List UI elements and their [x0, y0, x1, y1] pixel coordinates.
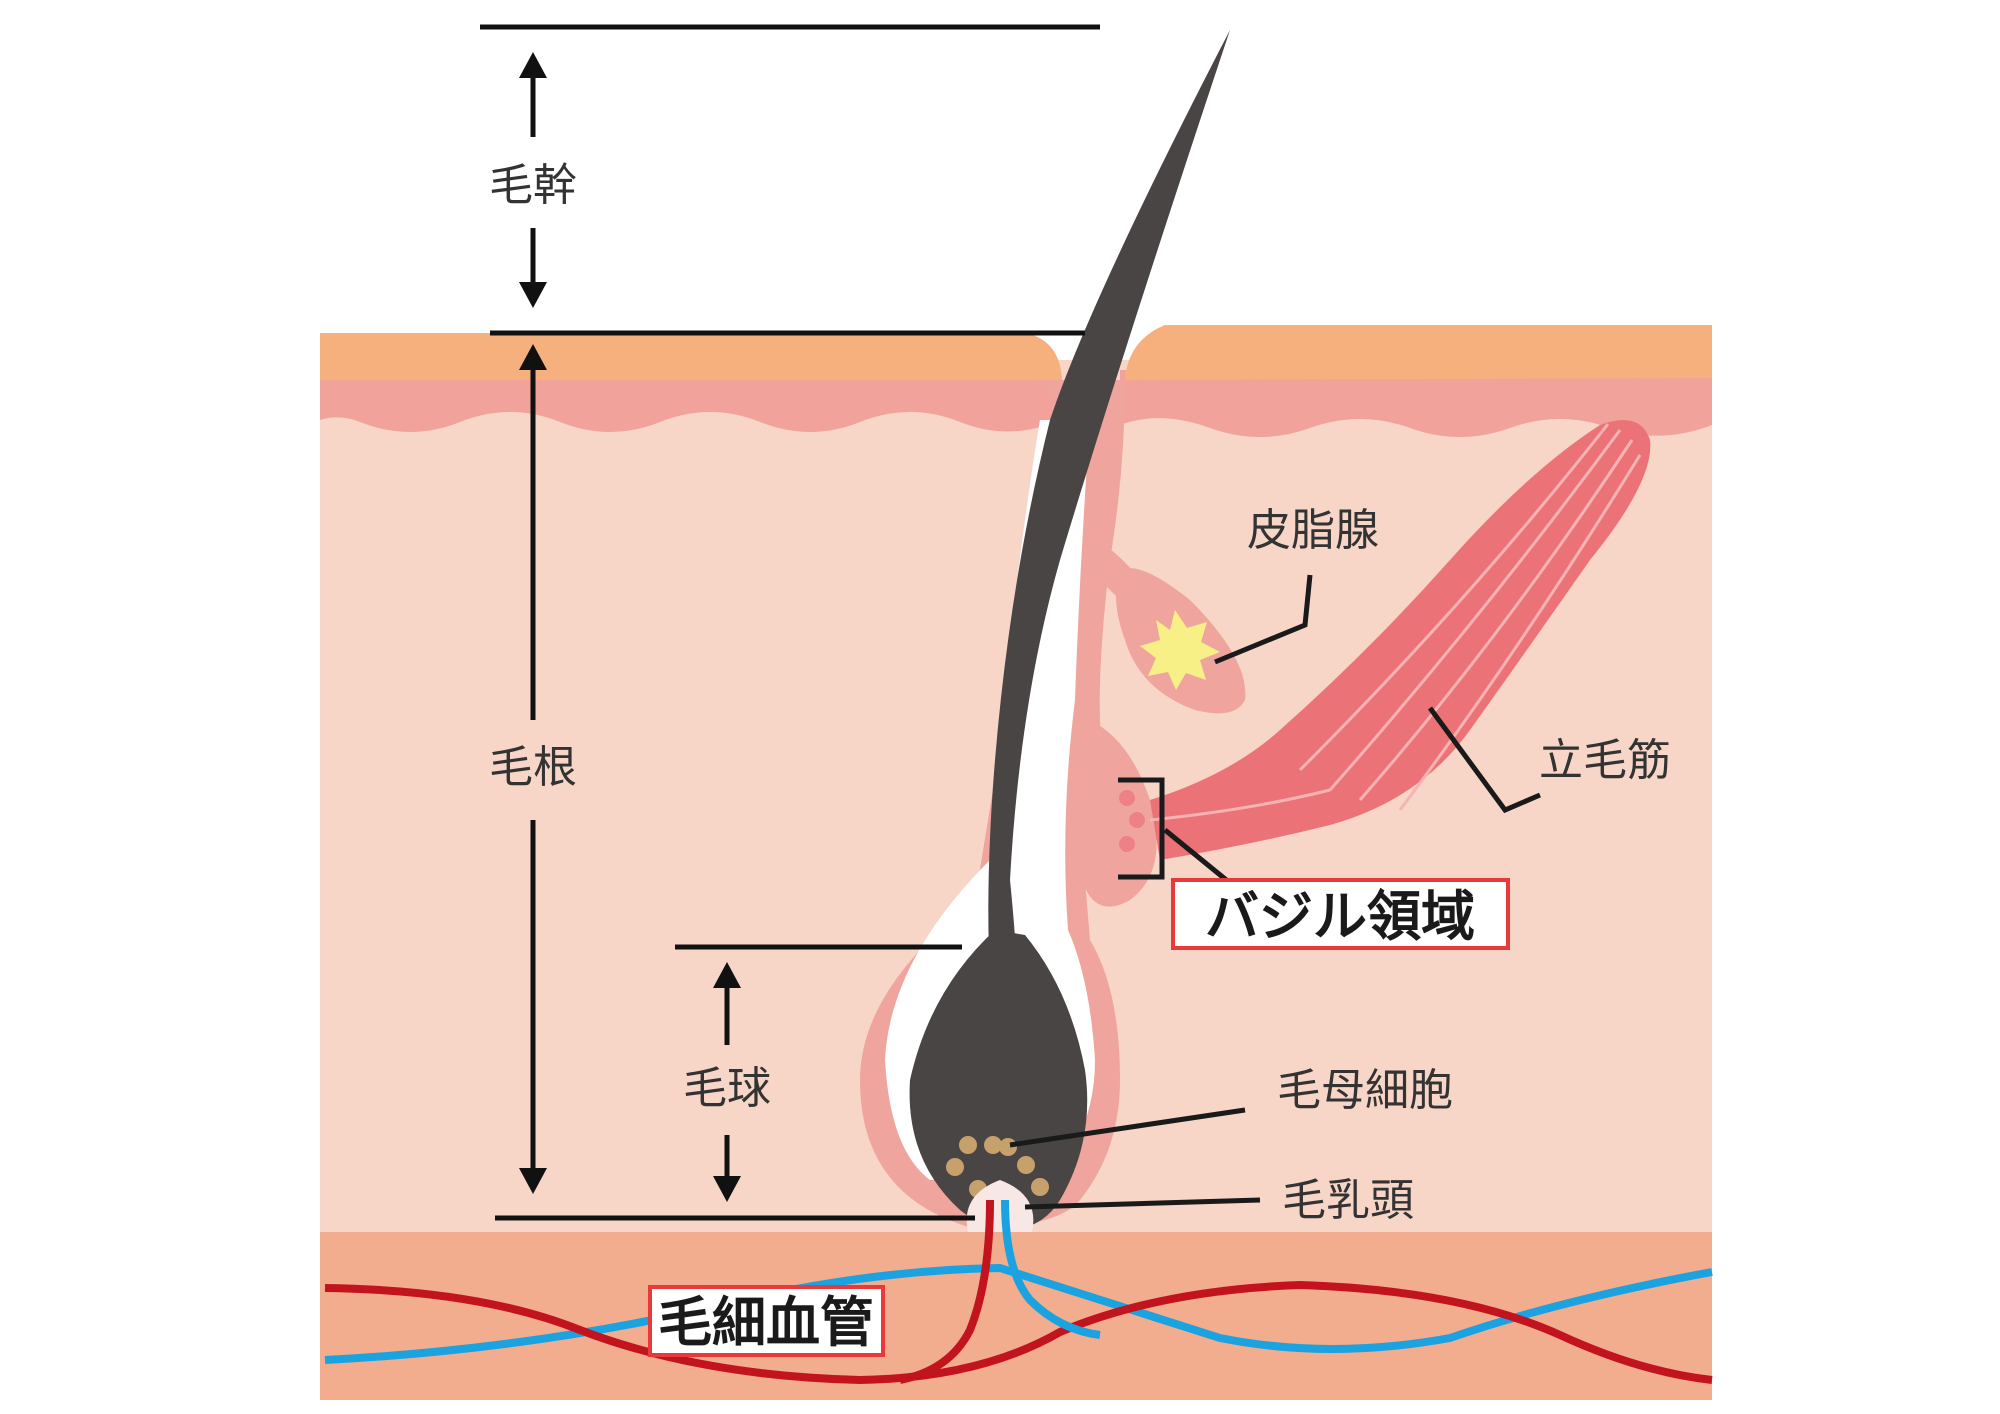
arrow-up-icon: [519, 344, 547, 370]
matrix-cell: [999, 1138, 1017, 1156]
bulge-label-box: [1171, 878, 1510, 950]
label-hair-bulb: 毛球: [683, 1063, 771, 1114]
capillary-artery-branch: [899, 1199, 994, 1384]
bulge-cell: [1119, 790, 1135, 806]
epidermis-left: [320, 333, 1062, 380]
label-arrector-pili: 立毛筋: [1539, 735, 1671, 786]
dermis-upper-band: [320, 370, 1712, 437]
bulge-swelling: [1082, 720, 1157, 907]
leader-sebaceous: [1214, 574, 1313, 665]
hair-bulb: [909, 930, 1088, 1230]
capillary-artery: [324, 1280, 1713, 1385]
subcutaneous-layer: [320, 1230, 1712, 1400]
leader-hair-matrix: [1009, 1107, 1246, 1148]
arrow-down-icon: [519, 1168, 547, 1194]
label-hair-matrix: 毛母細胞: [1277, 1065, 1453, 1116]
bulge-bracket: [1118, 777, 1165, 880]
epidermis-right: [1125, 325, 1712, 380]
arrow-up-icon: [519, 52, 547, 78]
label-hair-shaft: 毛幹: [489, 160, 577, 211]
leader-dermal-papilla: [1024, 1197, 1261, 1210]
sebum-icon: [1140, 610, 1220, 690]
arrow-up-icon: [713, 962, 741, 988]
hair-matrix-cells: [946, 1136, 1049, 1198]
bulge-cell: [1129, 812, 1145, 828]
label-capillary: 毛細血管: [658, 1291, 874, 1354]
leader-arrector-pili: [1427, 706, 1541, 814]
muscle-fibers: [1149, 423, 1642, 822]
capillary-label-box: [648, 1285, 885, 1357]
matrix-cell: [1017, 1156, 1035, 1174]
matrix-cell: [1031, 1178, 1049, 1196]
label-bulge-region: バジル領域: [1205, 885, 1475, 948]
label-sebaceous-gland: 皮脂腺: [1247, 505, 1379, 556]
label-hair-root: 毛根: [489, 742, 577, 793]
dermal-papilla: [966, 1180, 1034, 1232]
matrix-cell: [946, 1158, 964, 1176]
arrow-down-icon: [713, 1176, 741, 1202]
matrix-cell: [959, 1136, 977, 1154]
arrow-down-icon: [519, 282, 547, 308]
label-dermal-papilla: 毛乳頭: [1282, 1175, 1414, 1226]
arrector-pili-muscle: [1150, 420, 1651, 860]
matrix-cell: [984, 1136, 1002, 1154]
bulge-cell: [1119, 836, 1135, 852]
leader-bulge: [1163, 828, 1232, 885]
capillary-vein: [324, 1263, 1713, 1364]
hair-strand: [988, 30, 1230, 1000]
capillary-vein-branch: [1001, 1199, 1101, 1339]
